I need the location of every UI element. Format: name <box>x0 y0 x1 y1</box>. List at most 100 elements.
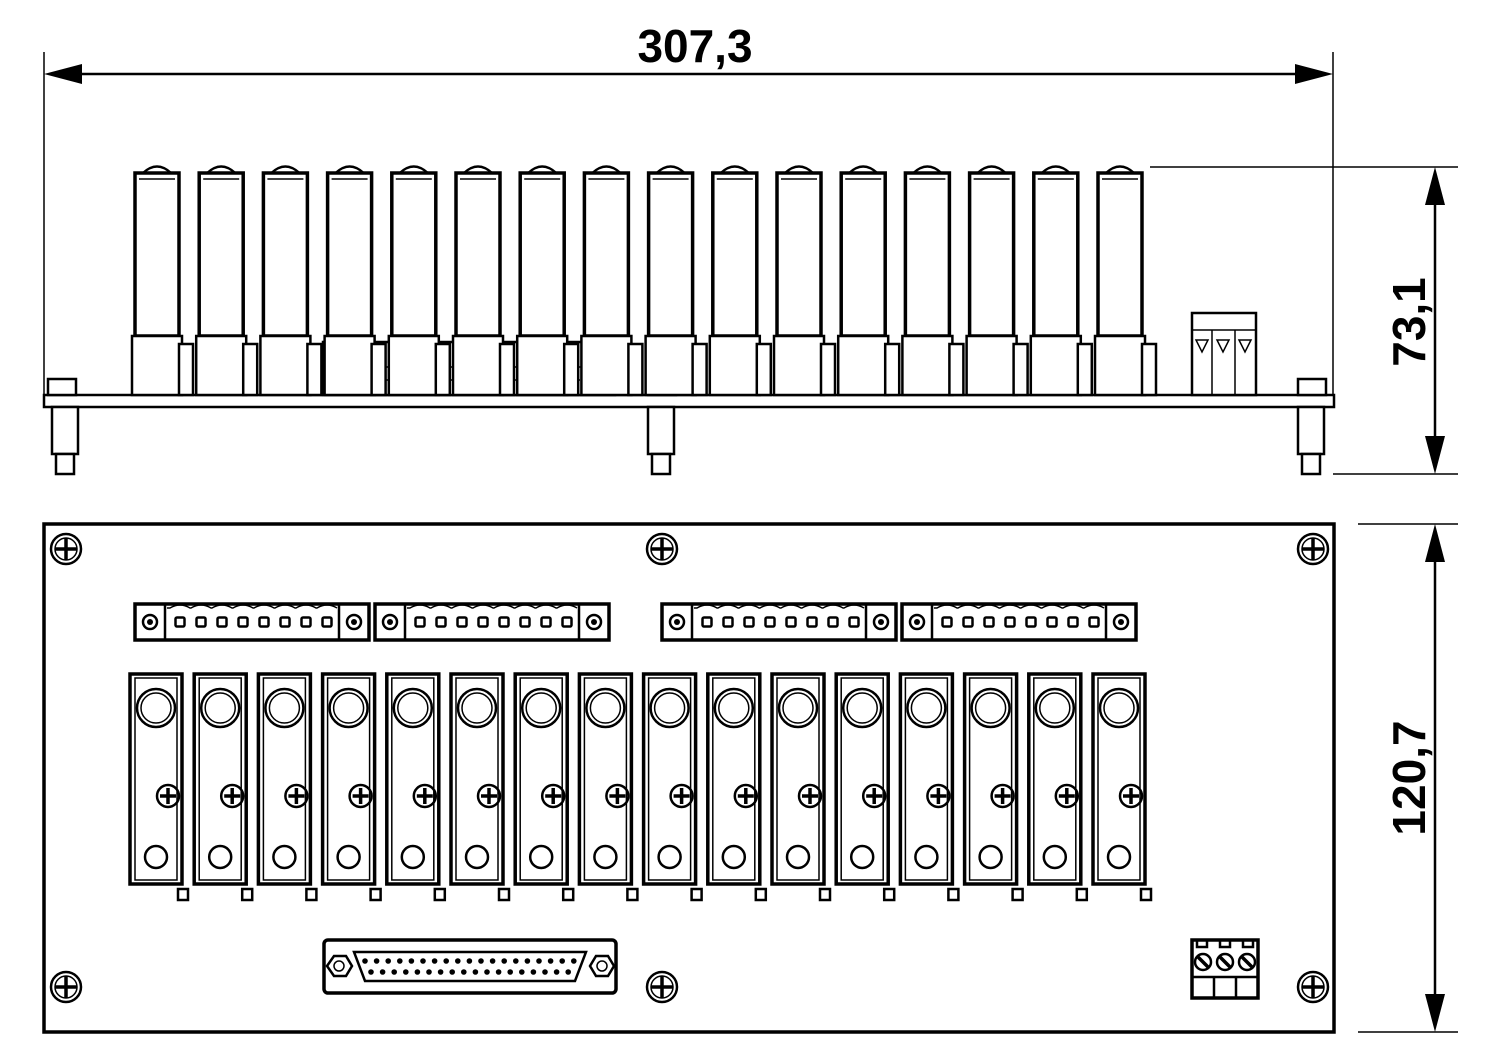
sub-d-pin <box>530 969 537 975</box>
mounting-screw-icon <box>645 532 679 566</box>
sub-d-pin <box>431 958 438 964</box>
sub-d-pin <box>426 969 432 975</box>
mounting-screw-icon <box>49 532 83 566</box>
relay-module <box>962 672 1024 902</box>
terminal-block <box>133 602 371 642</box>
mounting-screws <box>49 532 1330 1004</box>
sub-d-pin <box>414 969 421 975</box>
relay-led <box>754 887 768 902</box>
sub-d-pin <box>449 969 456 975</box>
relay-side-profile <box>772 165 837 397</box>
sub-d-connector <box>322 938 618 995</box>
sub-d-pin <box>478 958 484 964</box>
mounting-screw-icon <box>49 970 83 1004</box>
sub-d-pin <box>461 969 467 975</box>
relay-led <box>1139 887 1153 902</box>
sub-d-pin <box>379 969 386 975</box>
sub-d-pin <box>403 969 409 975</box>
relay-led <box>818 887 832 902</box>
sub-d-pin <box>437 969 444 975</box>
relay-module <box>898 672 960 902</box>
relay-module <box>449 672 511 902</box>
relay-side-profile <box>580 165 644 397</box>
sub-d-pin <box>501 958 508 964</box>
sub-d-pin <box>472 969 479 975</box>
terminal-blocks <box>133 602 1138 642</box>
relay-led <box>433 887 447 902</box>
mounting-screw-icon <box>1296 970 1330 1004</box>
relay-module <box>385 672 447 902</box>
sub-d-pin <box>391 969 398 975</box>
sub-d-pin <box>408 958 415 964</box>
side-height-dimension: 73,1 <box>1150 166 1458 475</box>
relay-led <box>626 887 639 902</box>
relay-side-profile <box>451 165 516 397</box>
relay-side-profile <box>515 165 580 397</box>
width-dimension-label: 307,3 <box>637 20 752 72</box>
side-relays <box>130 165 1158 397</box>
relay-led <box>369 887 382 902</box>
relay-side-profile <box>901 165 965 397</box>
mounting-screw-icon <box>1296 532 1330 566</box>
width-dimension: 307,3 <box>43 20 1334 395</box>
top-height-dimension-label: 120,7 <box>1383 720 1435 835</box>
relay-module <box>256 672 318 902</box>
sub-d-pin <box>571 958 577 964</box>
relay-led <box>882 887 896 902</box>
sub-d-pin <box>559 958 565 964</box>
sub-d-pin <box>443 958 450 964</box>
sub-d-pin <box>513 958 519 964</box>
relay-led <box>305 887 318 902</box>
sub-d-pin <box>547 958 554 964</box>
relay-module <box>128 672 190 902</box>
sub-d-pin <box>368 969 374 975</box>
relay-module <box>577 672 639 902</box>
relay-side-profile <box>1029 165 1094 397</box>
sub-d-pin <box>420 958 426 964</box>
top-height-dimension: 120,7 <box>1358 523 1458 1033</box>
relay-side-profile <box>259 165 323 397</box>
sub-d-pin <box>507 969 513 975</box>
sub-d-pin <box>466 958 473 964</box>
relay-led <box>947 887 960 902</box>
relay-side-profile <box>387 165 452 397</box>
relay-led <box>561 887 575 902</box>
relay-side-profile <box>194 165 259 397</box>
relay-module <box>192 672 254 902</box>
sub-d-pin <box>524 958 531 964</box>
terminal-block <box>373 602 611 642</box>
relay-module <box>834 672 896 902</box>
sub-d-pin <box>484 969 490 975</box>
relay-module <box>513 672 575 902</box>
terminal-block <box>900 602 1138 642</box>
relay-side-profile <box>644 165 708 397</box>
relay-led <box>1011 887 1024 902</box>
top-relays <box>128 672 1153 902</box>
relay-led <box>497 887 511 902</box>
relay-led <box>240 887 254 902</box>
sub-d-pin <box>362 958 368 964</box>
power-terminal-side <box>1190 311 1258 397</box>
relay-side-profile <box>130 165 195 397</box>
relay-side-profile <box>836 165 901 397</box>
relay-side-profile <box>708 165 773 397</box>
sub-d-pin <box>553 969 560 975</box>
relay-module <box>706 672 768 902</box>
sub-d-pin <box>542 969 548 975</box>
power-connector <box>1190 938 1260 1000</box>
side-height-dimension-label: 73,1 <box>1383 277 1435 367</box>
relay-led <box>690 887 703 902</box>
relay-side-profile <box>965 165 1029 397</box>
mounting-foot-left <box>46 377 80 476</box>
relay-side-profile <box>1093 165 1158 397</box>
top-view: 120,7 <box>42 522 1458 1034</box>
relay-led <box>176 887 190 902</box>
relay-module <box>320 672 382 902</box>
sub-d-pin <box>565 969 571 975</box>
relay-module <box>1091 672 1153 902</box>
relay-module <box>641 672 703 902</box>
sub-d-pin <box>455 958 461 964</box>
sub-d-pin <box>373 958 380 964</box>
mounting-foot-right <box>1296 377 1328 476</box>
